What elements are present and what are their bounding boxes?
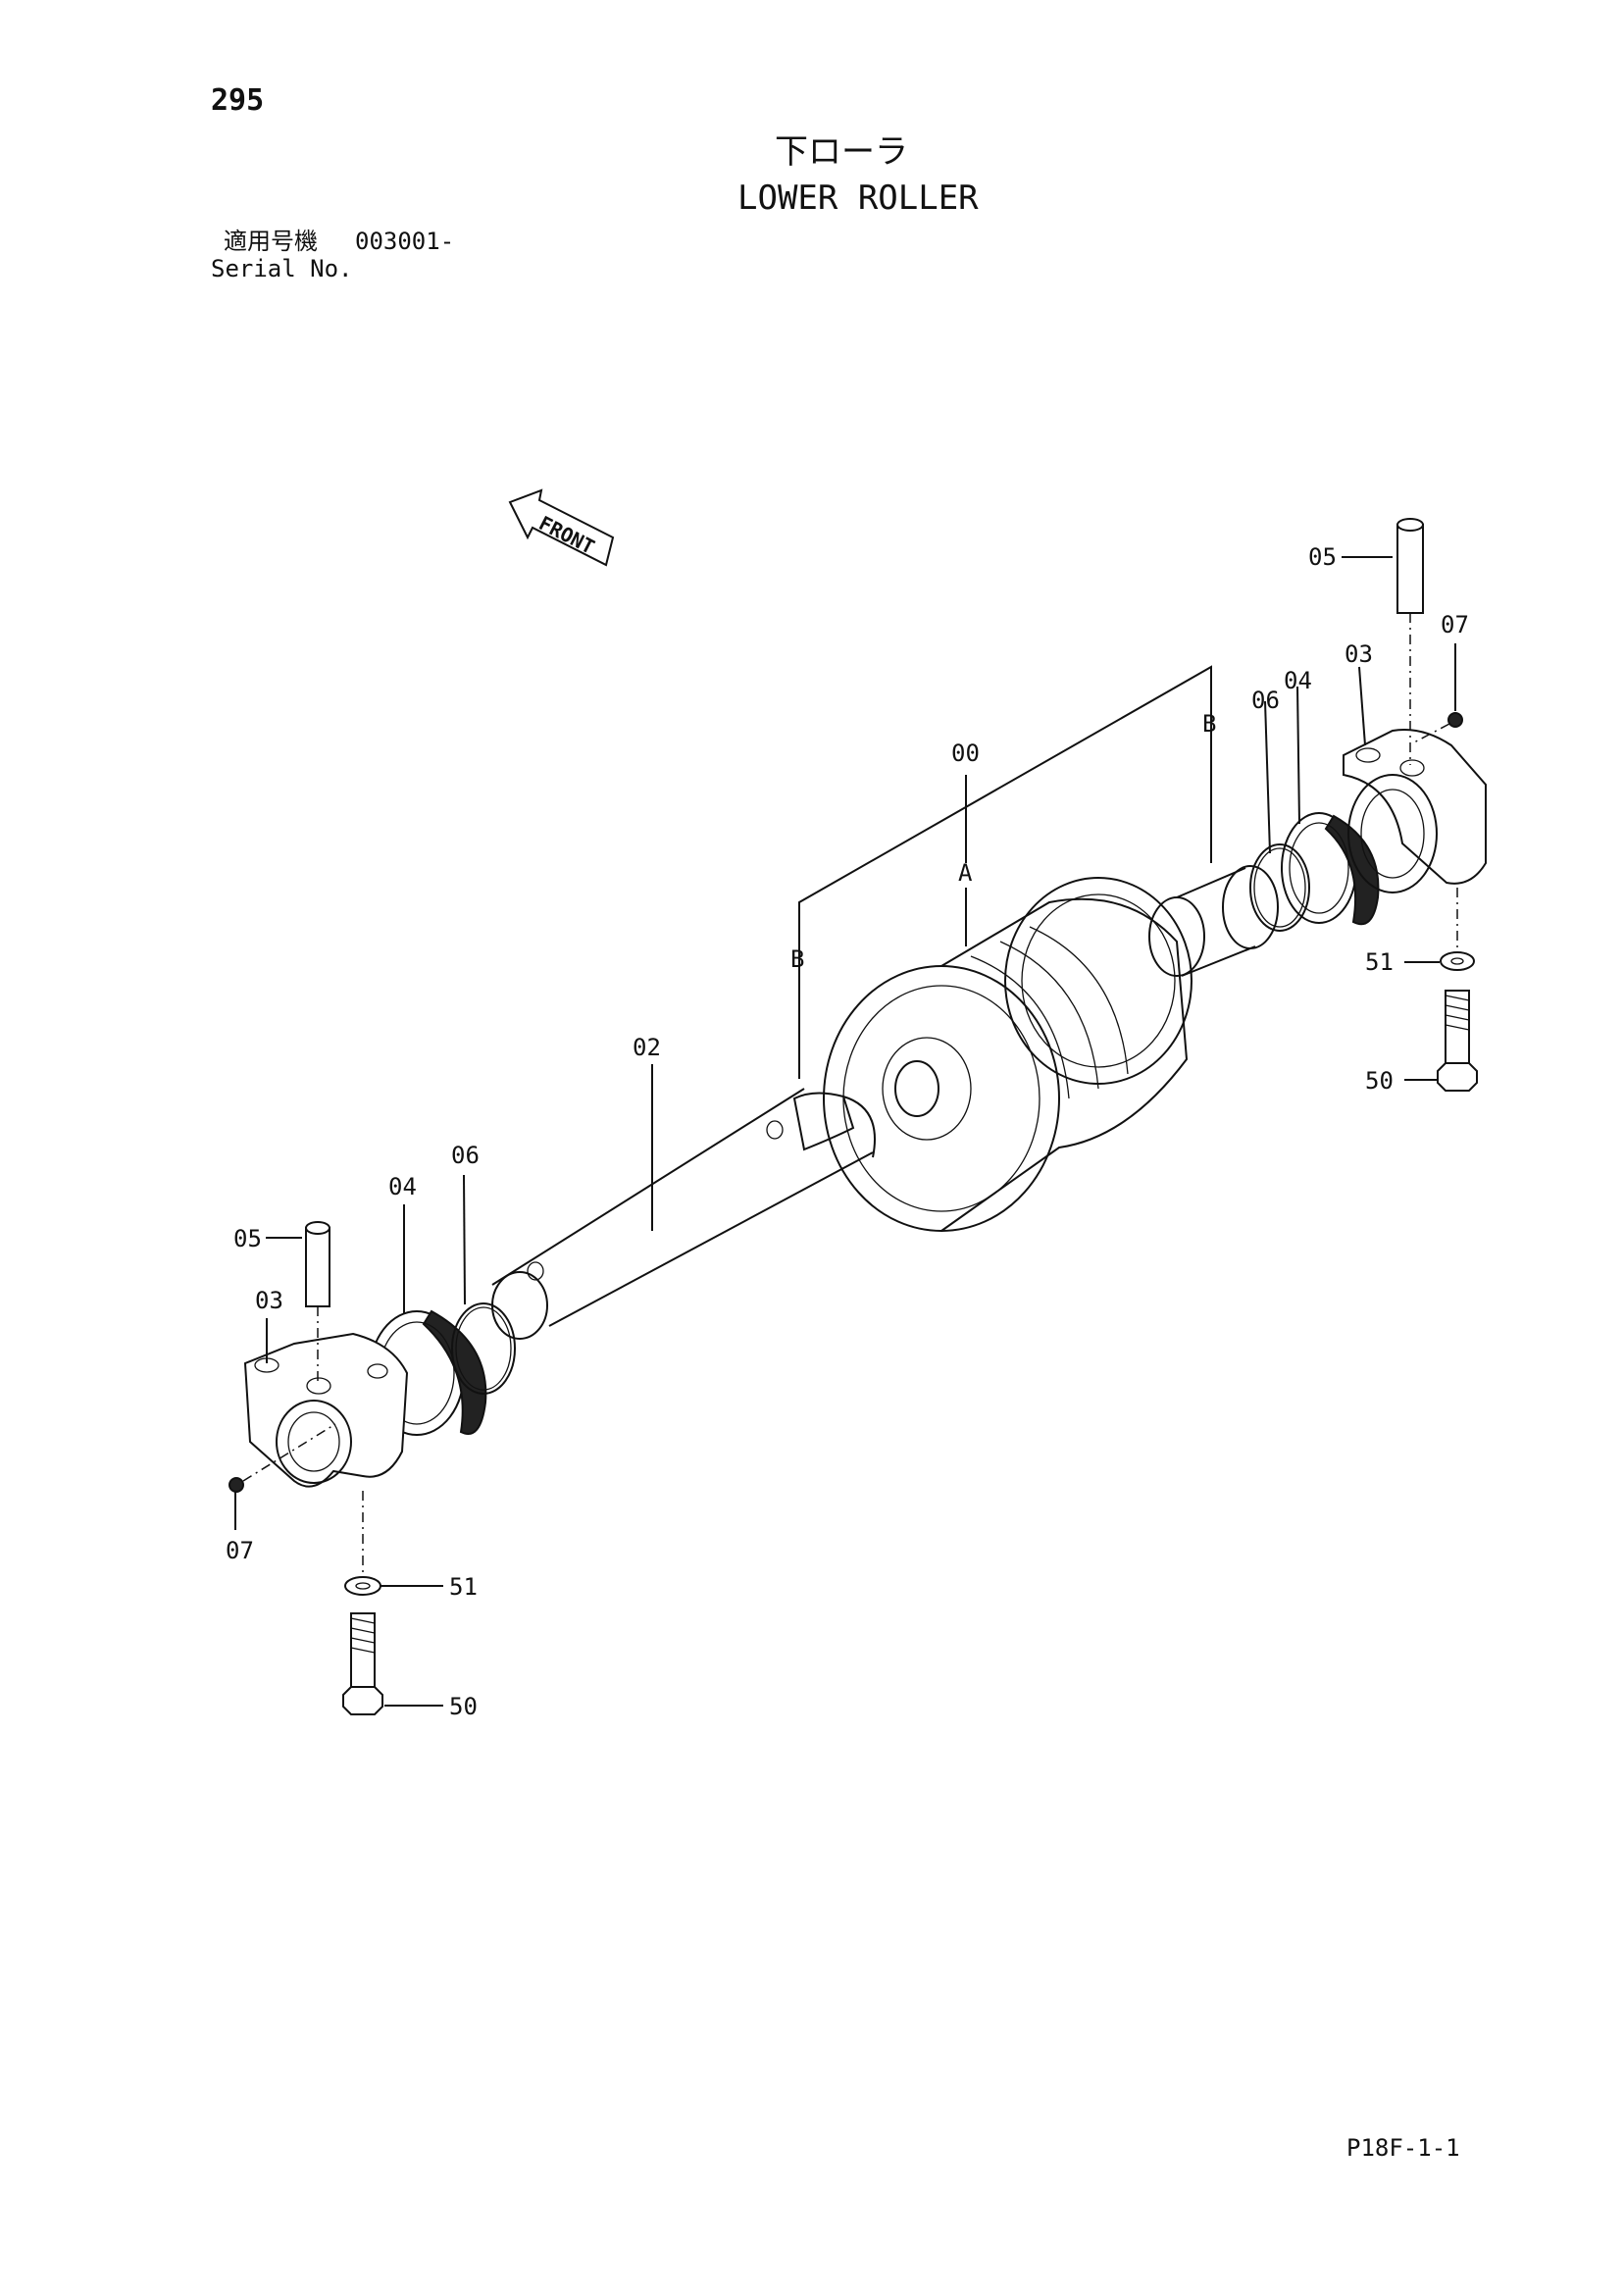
callout-03-left: 03 — [255, 1287, 283, 1314]
washer-part-51-left — [344, 1491, 381, 1596]
serial-value: 003001- — [355, 228, 455, 255]
bolt-part-50-right — [1437, 990, 1478, 1092]
leader-lines — [234, 556, 1456, 1707]
bracket-part-03-right — [1343, 729, 1487, 893]
callout-04-right: 04 — [1284, 667, 1312, 694]
callout-04-left: 04 — [388, 1173, 417, 1200]
callout-06-left: 06 — [451, 1142, 480, 1169]
callout-07-right: 07 — [1441, 611, 1469, 638]
o-ring-part-06-right — [1249, 843, 1310, 932]
serial-label-japanese: 適用号機 — [224, 228, 318, 255]
callout-03-right: 03 — [1345, 640, 1373, 668]
shaft-part-02 — [491, 1088, 876, 1340]
bushing-right — [1148, 865, 1279, 977]
title-japanese: 下ローラ — [775, 132, 908, 172]
serial-label-english: Serial No. — [211, 255, 353, 282]
callout-50-left: 50 — [449, 1693, 478, 1720]
o-ring-part-06-left — [451, 1302, 516, 1395]
screw-part-07-right — [1411, 712, 1463, 744]
footer-code: P18F-1-1 — [1346, 2134, 1460, 2162]
title-english: LOWER ROLLER — [737, 179, 979, 218]
page-number: 295 — [211, 83, 265, 118]
callout-51-right: 51 — [1365, 948, 1394, 976]
pin-part-05-left — [305, 1221, 330, 1381]
roller-part-00 — [823, 877, 1193, 1232]
callout-51-left: 51 — [449, 1573, 478, 1601]
callout-05-right: 05 — [1308, 543, 1337, 571]
callout-06-right: 06 — [1251, 687, 1280, 714]
pin-part-05-right — [1396, 518, 1424, 765]
callout-00: 00 — [951, 740, 980, 767]
callout-07-left: 07 — [226, 1537, 254, 1564]
washer-part-51-right — [1440, 888, 1475, 971]
front-arrow-icon: FRONT — [508, 488, 615, 567]
seal-part-04-right — [1281, 812, 1380, 926]
group-bracket-B — [798, 665, 1212, 1079]
callout-05-left: 05 — [233, 1225, 262, 1252]
callout-50-right: 50 — [1365, 1067, 1394, 1095]
front-label: FRONT — [535, 511, 599, 559]
bracket-part-03-left — [243, 1332, 409, 1488]
callout-02: 02 — [633, 1034, 661, 1061]
callout-B-left: B — [790, 945, 804, 973]
bolt-part-50-left — [342, 1612, 383, 1715]
callout-A: A — [958, 859, 973, 887]
callout-B-right: B — [1202, 710, 1216, 738]
